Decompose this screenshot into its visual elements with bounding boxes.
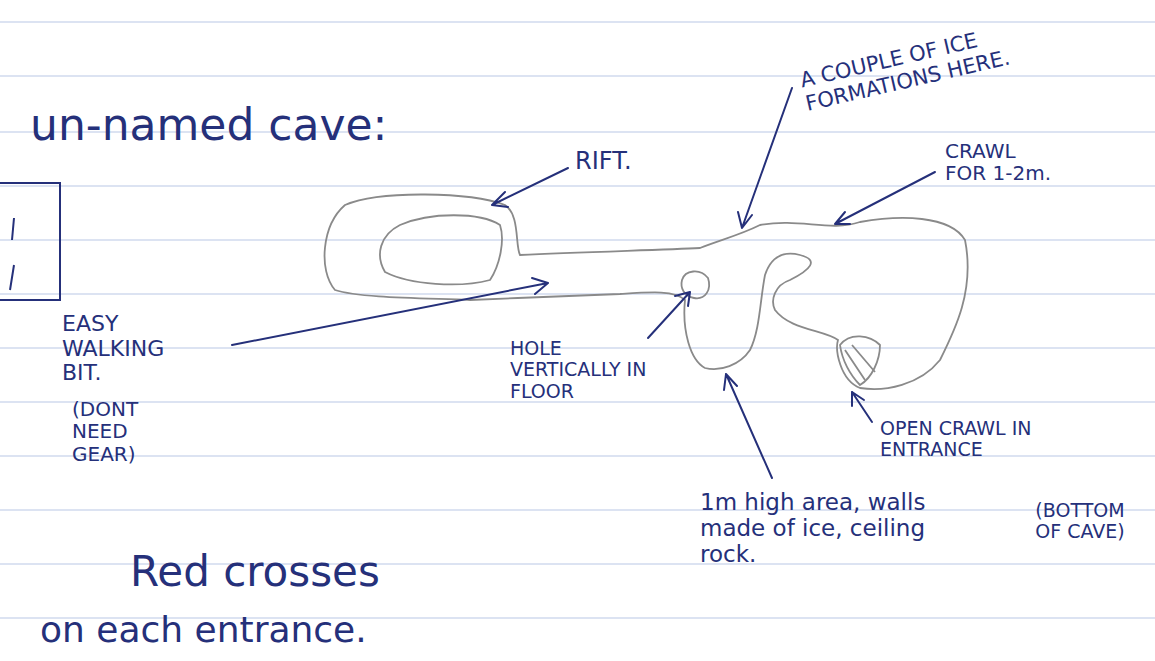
cave-note: HOLE VERTICALLY IN FLOOR [510, 338, 660, 402]
page-heading: un-named cave: [30, 100, 387, 149]
margin-box [0, 183, 60, 300]
cave-note: (BOTTOM OF CAVE) [1020, 500, 1140, 543]
page-note: Red crosses [130, 548, 380, 595]
cave-note: CRAWL FOR 1-2m. [945, 140, 1055, 185]
cave-note: OPEN CRAWL IN ENTRANCE [880, 418, 1050, 461]
cave-note: (DONT NEED GEAR) [72, 398, 192, 465]
cave-note: 1m high area, walls made of ice, ceiling… [700, 490, 960, 567]
cave-note: A COUPLE OF ICE FORMATIONS HERE. [798, 14, 1052, 116]
ruled-lines [0, 22, 1155, 618]
cave-note: EASY WALKING BIT. [62, 312, 197, 386]
page-note: on each entrance. [40, 610, 367, 650]
cave-note: RIFT. [575, 148, 632, 175]
